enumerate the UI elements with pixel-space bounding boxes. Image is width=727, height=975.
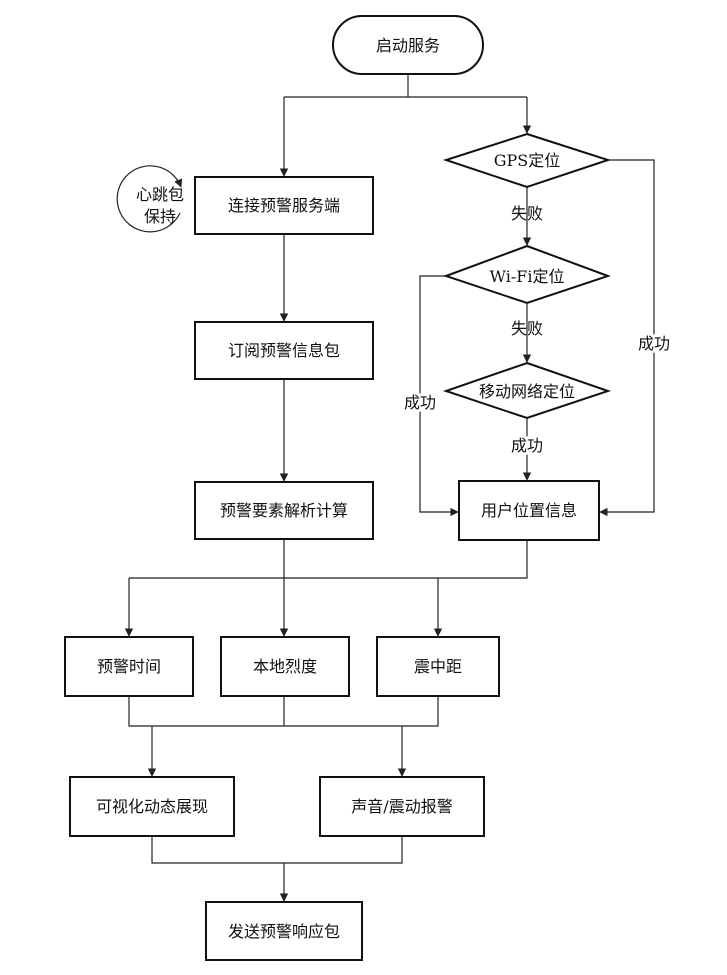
mobile-label: 移动网络定位 (479, 382, 575, 401)
edge-labels: 失败 失败 成功 成功 成功 (401, 204, 673, 458)
edge-wifi-success (419, 275, 459, 517)
send-response-box: 发送预警响应包 (205, 901, 363, 961)
visualization-box: 可视化动态展现 (69, 776, 235, 837)
edge-user-merge (129, 540, 528, 579)
connectors (116, 74, 655, 902)
gps-decision: GPS定位 (442, 132, 612, 189)
parse-box: 预警要素解析计算 (194, 481, 374, 540)
mobile-success-label: 成功 (511, 436, 543, 455)
user-location-box: 用户位置信息 (458, 480, 600, 541)
heartbeat-label-line2: 保持 (144, 207, 176, 226)
edge-outputs-merge (151, 836, 403, 864)
alarm-box: 声音/震动报警 (319, 776, 485, 837)
heartbeat-loop-label: 心跳包 保持 (136, 185, 184, 226)
edge-heartbeat-loop (116, 165, 183, 233)
wifi-decision: Wi-Fi定位 (442, 244, 612, 305)
parse-label: 预警要素解析计算 (220, 501, 348, 520)
subscribe-label: 订阅预警信息包 (228, 341, 340, 360)
connect-server-label: 连接预警服务端 (228, 196, 340, 215)
epicenter-distance-label: 震中距 (414, 657, 462, 676)
wifi-success-label: 成功 (404, 393, 436, 412)
mobile-decision: 移动网络定位 (442, 361, 612, 420)
local-intensity-box: 本地烈度 (220, 636, 350, 697)
wifi-fail-label: 失败 (511, 319, 543, 338)
gps-fail-label: 失败 (511, 204, 543, 223)
visualization-label: 可视化动态展现 (96, 797, 208, 816)
alarm-label: 声音/震动报警 (351, 797, 452, 816)
wifi-label: Wi-Fi定位 (490, 267, 565, 286)
epicenter-distance-box: 震中距 (376, 636, 500, 697)
gps-success-label: 成功 (638, 334, 670, 353)
gps-label: GPS定位 (494, 151, 561, 170)
subscribe-box: 订阅预警信息包 (194, 321, 374, 380)
edge-start-split (284, 74, 527, 98)
connect-server-box: 连接预警服务端 (194, 176, 374, 235)
edge-results-merge (128, 696, 439, 727)
local-intensity-label: 本地烈度 (253, 657, 317, 676)
start-label: 启动服务 (376, 36, 440, 55)
warning-time-label: 预警时间 (97, 657, 161, 676)
user-location-label: 用户位置信息 (481, 501, 577, 520)
start-terminator: 启动服务 (332, 15, 484, 75)
edge-gps-success (599, 159, 655, 517)
heartbeat-label-line1: 心跳包 (136, 185, 184, 204)
warning-time-box: 预警时间 (64, 636, 194, 697)
send-response-label: 发送预警响应包 (228, 922, 340, 941)
